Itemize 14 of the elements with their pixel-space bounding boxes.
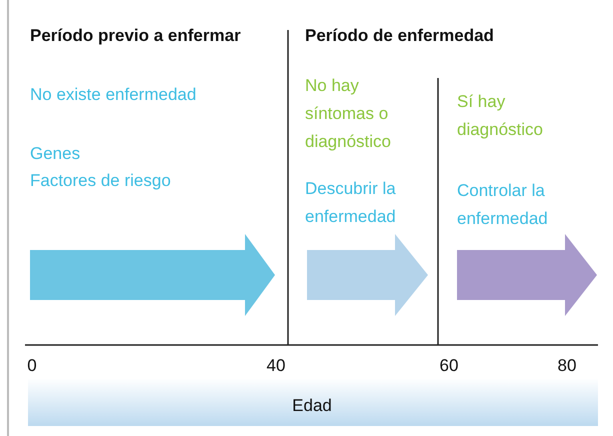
factor-text: Genes xyxy=(30,143,82,165)
goal-text: Descubrir la enfermedad xyxy=(305,178,397,228)
goal-text: Controlar la enfermedad xyxy=(457,180,549,230)
factor-text: Factores de riesgo xyxy=(30,170,172,192)
tick-label: 40 xyxy=(266,355,286,377)
section-heading: Período previo a enfermar xyxy=(30,25,242,47)
stage-text: No hay síntomas o diagnóstico xyxy=(305,75,392,153)
tick-label: 0 xyxy=(27,355,37,377)
axis-title: Edad xyxy=(292,395,332,417)
tick-label: 80 xyxy=(558,355,576,377)
section-heading: Período de enfermedad xyxy=(305,25,495,47)
tick-label: 60 xyxy=(440,355,458,377)
stage-text: No existe enfermedad xyxy=(30,84,198,106)
stage-text: Sí hay diagnóstico xyxy=(457,91,544,141)
